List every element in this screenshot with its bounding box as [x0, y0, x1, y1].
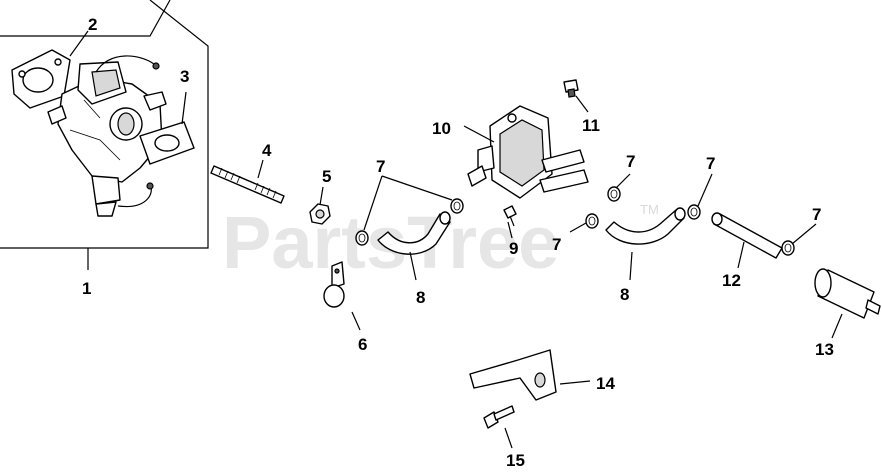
leader-lines: [69, 30, 843, 449]
watermark-trademark: TM: [640, 202, 659, 217]
callout-1: 1: [82, 279, 91, 298]
callout-6: 6: [358, 335, 367, 354]
callout-3: 3: [180, 67, 189, 86]
callout-7: 7: [812, 205, 821, 224]
callout-8: 8: [416, 288, 425, 307]
hose-clamp-part[interactable]: [687, 204, 701, 220]
clamp-part[interactable]: [323, 261, 345, 308]
gasket-part[interactable]: [11, 49, 71, 109]
callout-9: 9: [509, 239, 518, 258]
fuel-hose-part[interactable]: [605, 207, 686, 245]
callout-10: 10: [432, 119, 451, 138]
callout-12: 12: [722, 271, 741, 290]
carburetor-group-frame: [0, 0, 209, 249]
carburetor-part[interactable]: [47, 55, 167, 217]
callout-13: 13: [815, 340, 834, 359]
fuel-filter-part[interactable]: [814, 268, 881, 319]
tube-part[interactable]: [711, 212, 783, 259]
callout-5: 5: [322, 167, 331, 186]
callout-14: 14: [596, 374, 615, 393]
callout-7: 7: [706, 154, 715, 173]
hose-clamp-part[interactable]: [450, 198, 464, 214]
hose-clamp-part[interactable]: [607, 186, 621, 202]
gasket-part[interactable]: [139, 121, 195, 165]
callout-7: 7: [552, 235, 561, 254]
callout-15: 15: [506, 451, 525, 470]
callout-4: 4: [262, 141, 272, 160]
fitting-part[interactable]: [563, 79, 579, 98]
fuel-pump-part[interactable]: [467, 105, 589, 199]
callout-7: 7: [376, 157, 385, 176]
callout-labels: 1 2 3 4 5 6 7 7 7 7 7 8 8 9 10 11 12 13 …: [82, 15, 834, 470]
callout-7: 7: [626, 152, 635, 171]
callout-2: 2: [88, 15, 97, 34]
callout-8: 8: [620, 285, 629, 304]
fuel-hose-part[interactable]: [377, 211, 451, 255]
screw-part[interactable]: [503, 205, 517, 227]
bracket-part[interactable]: [469, 349, 557, 401]
callout-11: 11: [582, 116, 600, 135]
bolt-part[interactable]: [483, 405, 515, 429]
nut-part[interactable]: [309, 203, 331, 225]
hose-clamp-part[interactable]: [585, 213, 599, 229]
hose-clamp-part[interactable]: [355, 230, 369, 246]
stud-part[interactable]: [210, 165, 285, 204]
